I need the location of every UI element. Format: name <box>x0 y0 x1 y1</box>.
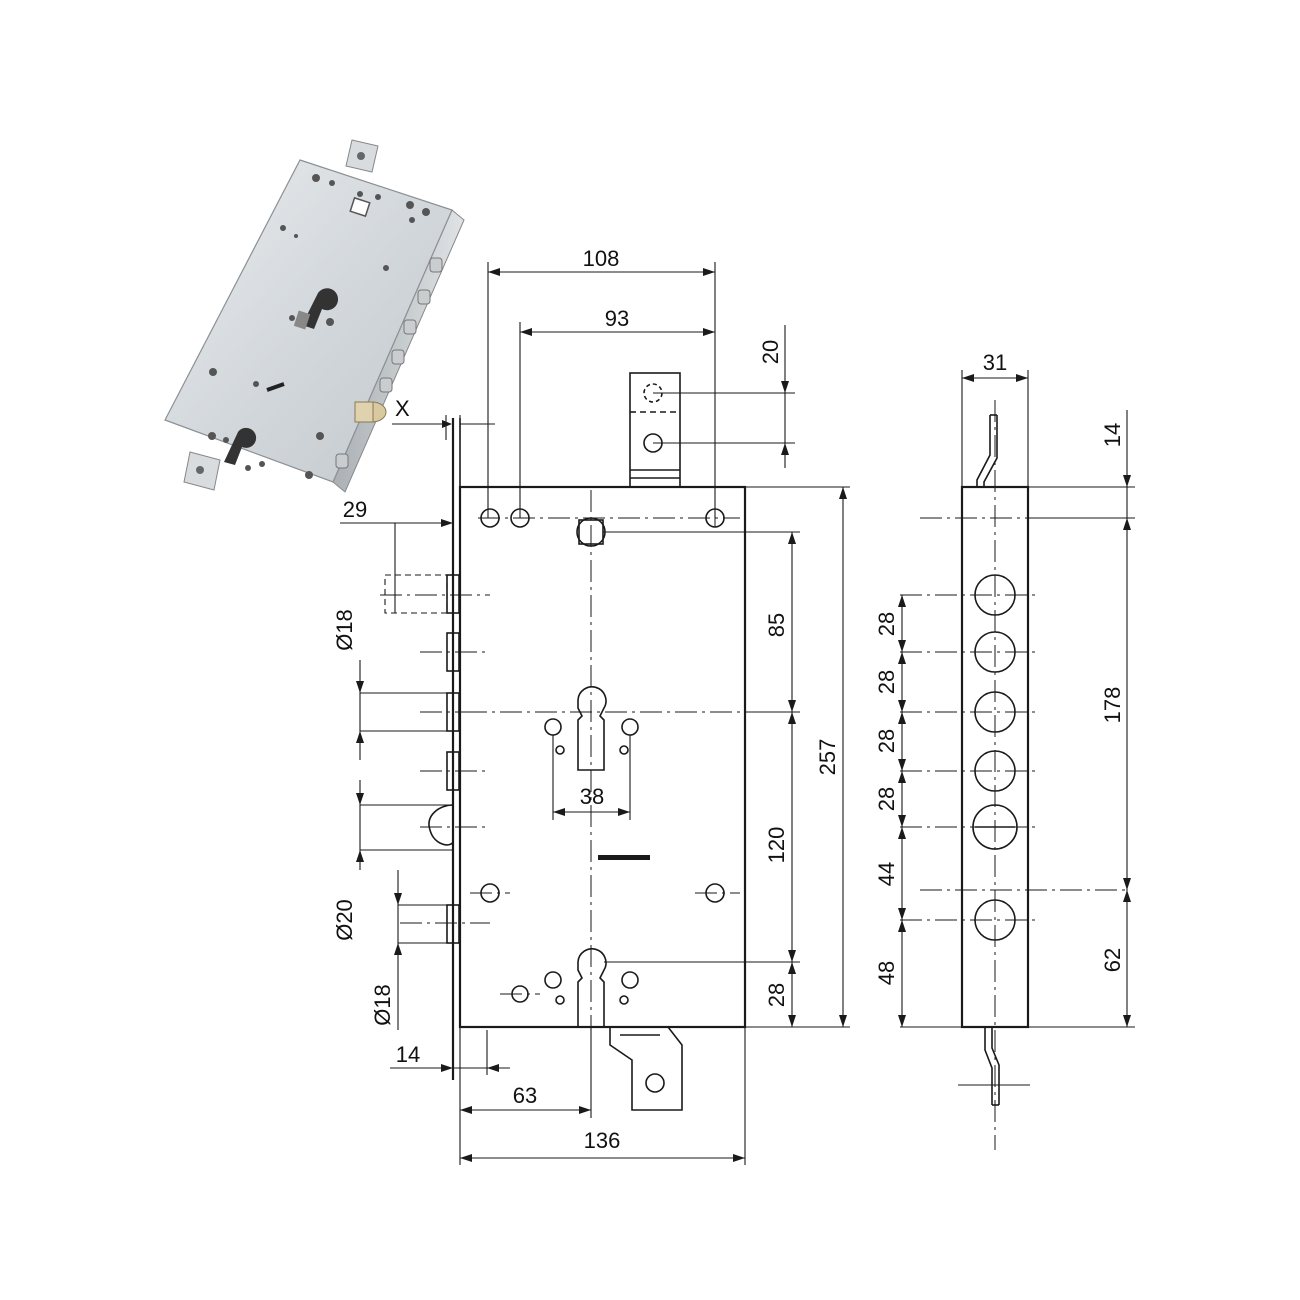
dim-28-side-4: 28 <box>874 787 899 811</box>
dim-28-front: 28 <box>764 983 789 1007</box>
latch-label: X <box>395 396 410 421</box>
dim-108: 108 <box>583 246 620 271</box>
dim-28-side-2: 28 <box>874 670 899 694</box>
lock-photo: X <box>164 139 465 493</box>
dim-93: 93 <box>605 306 629 331</box>
dim-38: 38 <box>580 784 604 809</box>
dim-44: 44 <box>874 862 899 886</box>
dim-120: 120 <box>764 827 789 864</box>
dim-31: 31 <box>983 350 1007 375</box>
front-view: 108 93 20 29 Ø18 <box>332 246 850 1165</box>
dim-14-side: 14 <box>1100 423 1125 447</box>
side-view: 31 14 178 62 28 28 28 28 44 <box>874 350 1135 1150</box>
dim-178: 178 <box>1100 687 1125 724</box>
dim-63: 63 <box>513 1083 537 1108</box>
dim-28-side-3: 28 <box>874 729 899 753</box>
dim-14-front: 14 <box>396 1042 420 1067</box>
dim-dia18-lower: Ø18 <box>370 984 395 1026</box>
dim-20: 20 <box>758 340 783 364</box>
dim-dia20: Ø20 <box>332 899 357 941</box>
lock-body-outline <box>458 485 747 1029</box>
dim-29: 29 <box>343 497 367 522</box>
dim-136: 136 <box>584 1128 621 1153</box>
dim-85: 85 <box>764 613 789 637</box>
dim-48: 48 <box>874 961 899 985</box>
dim-62: 62 <box>1100 948 1125 972</box>
dim-28-side-1: 28 <box>874 612 899 636</box>
dim-257: 257 <box>815 739 840 776</box>
dim-dia18-upper: Ø18 <box>332 609 357 651</box>
